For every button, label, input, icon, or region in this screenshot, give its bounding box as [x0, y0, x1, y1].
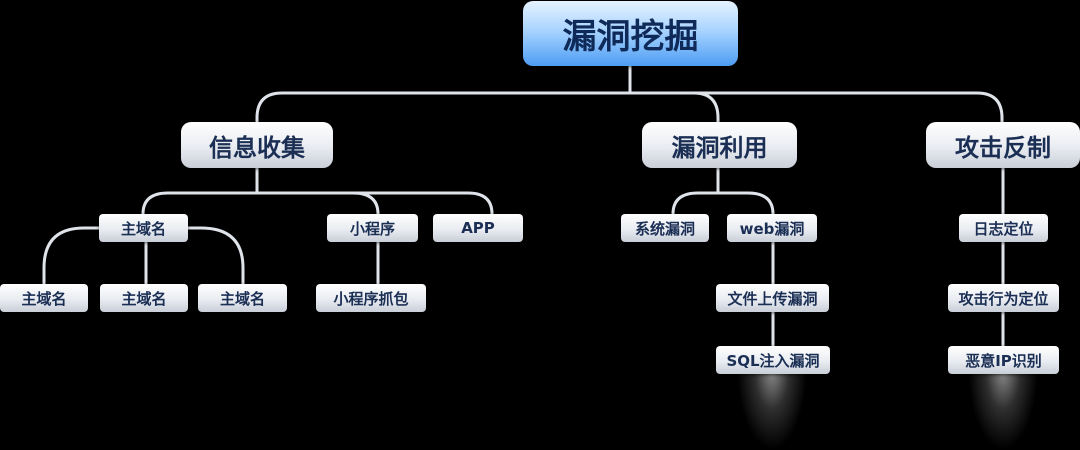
node-miniprogram: 小程序 [327, 214, 418, 242]
node-miniprogram-capture: 小程序抓包 [316, 284, 426, 312]
node-file-upload-vuln: 文件上传漏洞 [716, 284, 829, 312]
connector-info-bar [141, 191, 494, 216]
node-malicious-ip: 恶意IP识别 [948, 346, 1059, 374]
branch-exploitation: 漏洞利用 [642, 122, 797, 168]
node-system-vuln: 系统漏洞 [621, 214, 709, 242]
node-subdomain-1: 主域名 [0, 284, 88, 312]
root-node: 漏洞挖掘 [523, 1, 738, 66]
node-subdomain-2: 主域名 [100, 284, 188, 312]
connector-top-bar [255, 91, 1004, 124]
node-sql-injection-vuln: SQL注入漏洞 [716, 346, 830, 374]
node-subdomain-3: 主域名 [198, 284, 287, 312]
light-glow [737, 370, 807, 450]
node-web-vuln: web漏洞 [727, 214, 817, 242]
connector-to-miniprogram [351, 191, 380, 216]
node-main-domain: 主域名 [99, 214, 188, 242]
node-log-locate: 日志定位 [959, 214, 1048, 242]
light-glow [968, 370, 1038, 450]
node-attack-behavior-locate: 攻击行为定位 [948, 284, 1059, 312]
branch-info-gathering: 信息收集 [181, 122, 333, 168]
connector-exploit-bar [671, 191, 775, 216]
connector-to-exploit [692, 91, 720, 124]
branch-counterattack: 攻击反制 [926, 122, 1080, 168]
node-app: APP [433, 214, 523, 242]
